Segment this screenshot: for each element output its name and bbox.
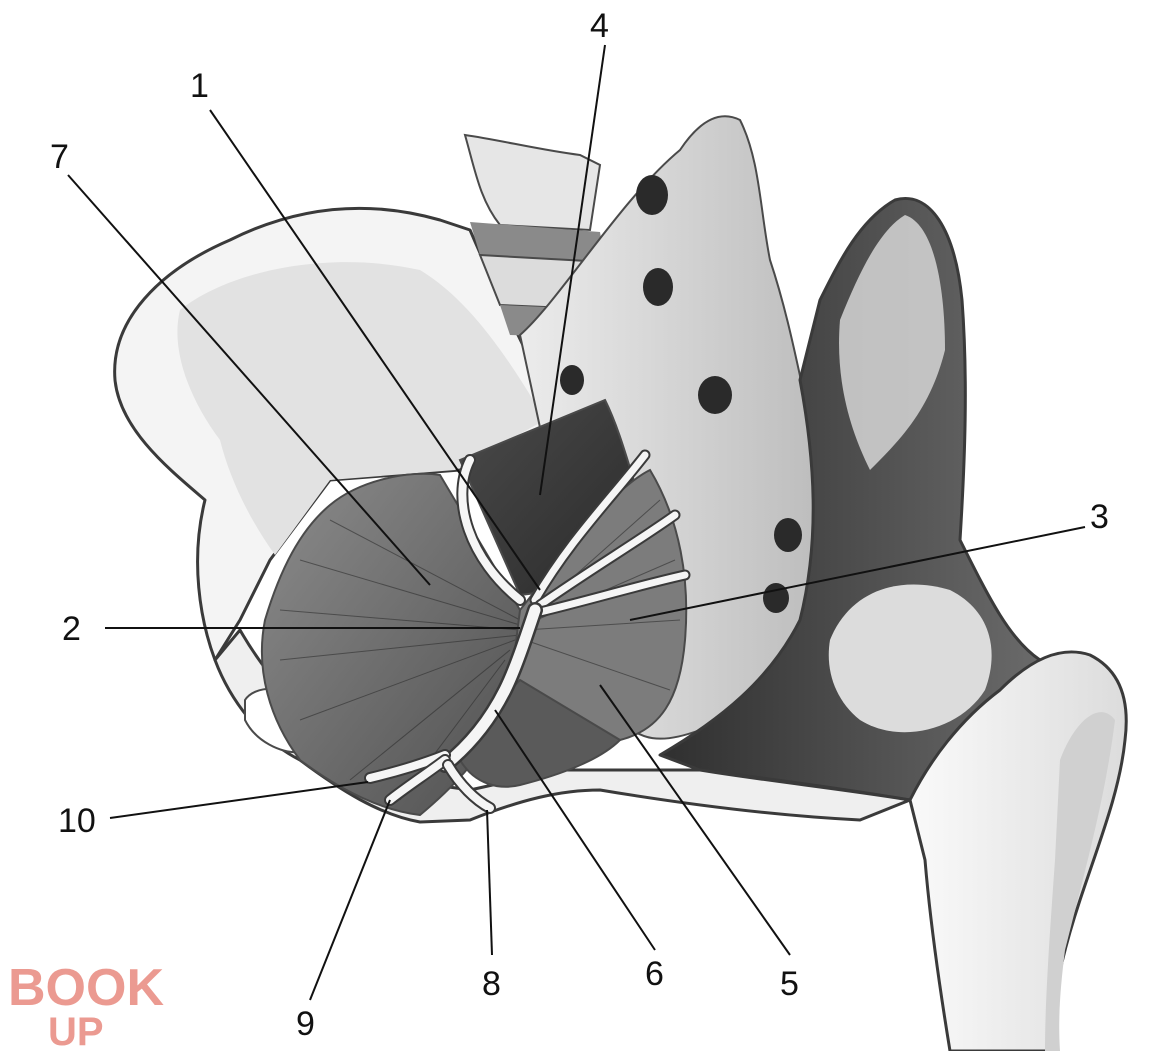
leader-5: [599, 684, 791, 956]
watermark-line-2: UP: [48, 1010, 104, 1051]
right-iliac-fossa: [839, 215, 945, 470]
coccygeus-fiber-3: [524, 619, 681, 631]
bookup-watermark-logo: BOOK UP: [8, 959, 164, 1051]
sacral-foramen-3: [698, 376, 732, 414]
callout-2: 2: [62, 610, 81, 648]
callout-7: 7: [50, 138, 69, 176]
callout-1: 1: [190, 67, 209, 105]
nerves: [364, 449, 691, 814]
pelvic-floor-muscles: [260, 398, 688, 817]
callout-labels: 1 2 3 4 5 6 7 8 9 10: [50, 7, 1109, 1043]
callout-10: 10: [58, 802, 96, 840]
sacral-foramen-2: [643, 268, 673, 306]
leader-3: [629, 526, 1086, 621]
fan-fiber-4: [279, 634, 521, 661]
leader-10: [109, 781, 369, 819]
fan-fiber-3: [279, 609, 521, 631]
fan-fiber-5: [299, 639, 516, 721]
watermark-line-1: BOOK: [8, 959, 164, 1017]
femur-shaft-shade: [1045, 712, 1115, 1051]
leader-6: [494, 709, 656, 951]
callout-9: 9: [296, 1005, 315, 1043]
leader-4: [539, 44, 606, 496]
acetabulum: [828, 584, 992, 733]
coccygeus-fiber-4: [524, 639, 671, 691]
sacral-foramen-6: [560, 365, 584, 395]
sacral-foramen-4: [774, 518, 802, 552]
leader-9: [309, 799, 391, 1001]
sacral-foramen-1: [636, 175, 668, 215]
callout-5: 5: [780, 965, 799, 1003]
intervertebral-disc-1: [470, 222, 605, 262]
callout-3: 3: [1090, 498, 1109, 536]
leader-7: [67, 174, 431, 586]
callout-4: 4: [590, 7, 609, 45]
callout-6: 6: [645, 955, 664, 993]
leader-lines: [67, 44, 1086, 1001]
callout-8: 8: [482, 965, 501, 1003]
fan-fiber-6: [349, 649, 511, 781]
iliac-fossa: [177, 262, 546, 555]
fan-fiber-1: [329, 519, 521, 621]
fan-fiber-2: [299, 559, 521, 626]
leader-8: [486, 809, 493, 956]
leader-1: [209, 109, 541, 591]
lumbar-vertebra: [463, 133, 602, 232]
